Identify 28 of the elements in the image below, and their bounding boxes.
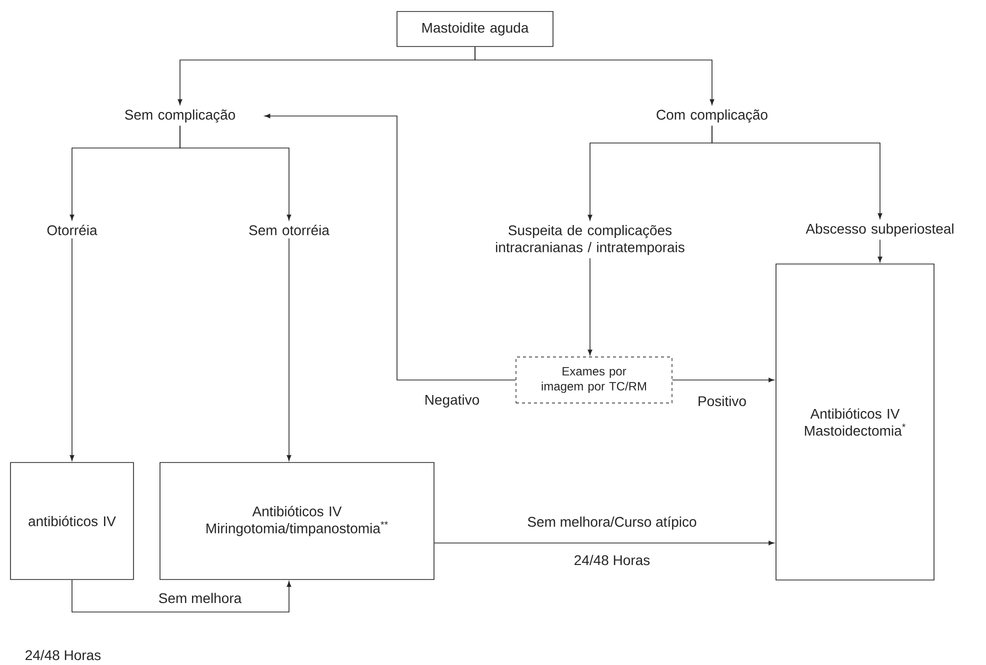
arrow	[70, 238, 74, 461]
process-box: Mastoidite aguda	[396, 11, 554, 47]
process-box: antibióticos IV	[10, 462, 134, 580]
process-box: Antibióticos IV Mastoidectomia$^{*}$	[776, 264, 934, 580]
arrow	[264, 114, 516, 380]
time-label: 24/48 Horas	[26, 650, 101, 660]
time-label: 24/48 Horas	[574, 554, 650, 566]
arrow	[72, 580, 292, 612]
category-label: Sem complicação	[125, 109, 236, 123]
category-label: Otorréia	[47, 224, 98, 236]
arrow	[712, 125, 882, 219]
arrow	[286, 238, 292, 461]
edge-label: Sem melhora/Curso atípico	[525, 514, 699, 532]
process-box: Antibióticos IV Miringotomia/timpanostomia$^{**}$	[160, 462, 434, 580]
arrow	[474, 46, 714, 105]
edge-label: Positivo	[696, 394, 749, 408]
arrow	[878, 239, 882, 262]
category-label: Abscesso subperiosteal	[806, 223, 954, 237]
arrow	[180, 125, 292, 220]
arrow	[672, 378, 774, 382]
edge-label: Negativo	[422, 392, 482, 410]
category-label: Com complicação	[656, 109, 768, 123]
category-label: Suspeita de complicações intracranianas / intratemporais	[496, 224, 684, 256]
arrow	[588, 258, 592, 356]
edge-label: Sem melhora	[156, 590, 244, 606]
arrow	[434, 540, 774, 546]
exam-box: Exames por imagem por TC/RM	[516, 356, 672, 404]
category-label: Sem otorréia	[249, 224, 330, 236]
